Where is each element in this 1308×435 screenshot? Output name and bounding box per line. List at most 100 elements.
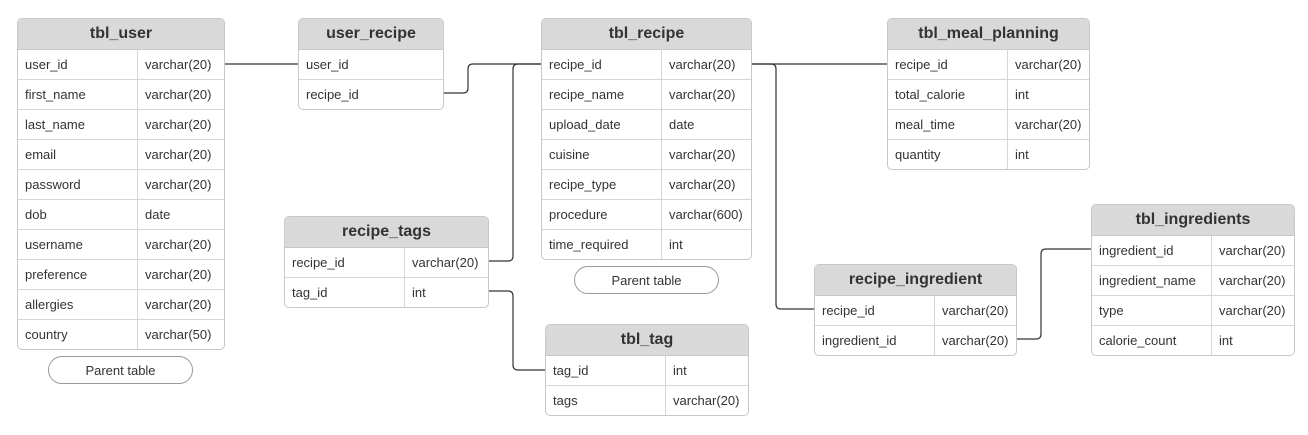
table-user-recipe[interactable]: user_recipe user_id recipe_id — [298, 18, 444, 110]
column-name: recipe_id — [815, 296, 935, 325]
column-type: varchar(20) — [669, 57, 736, 72]
column-name: recipe_name — [542, 80, 662, 109]
column-type: varchar(20) — [145, 147, 212, 162]
column-name: password — [18, 170, 138, 199]
table-title: tbl_meal_planning — [888, 19, 1089, 50]
table-title: user_recipe — [299, 19, 443, 50]
column-name: tags — [546, 386, 666, 415]
table-row[interactable]: upload_date date — [542, 110, 751, 140]
table-rows: user_id recipe_id — [299, 50, 443, 109]
column-type: varchar(20) — [942, 333, 1009, 348]
column-name: recipe_id — [285, 248, 405, 277]
column-name: ingredient_name — [1092, 266, 1212, 295]
link-recipe-ingredient-to-ingredients — [1017, 248, 1091, 340]
table-tbl-meal-planning[interactable]: tbl_meal_planning recipe_id varchar(20) to… — [887, 18, 1090, 170]
column-type: date — [145, 207, 171, 222]
column-name: ingredient_id — [1092, 236, 1212, 265]
column-type: varchar(20) — [673, 393, 740, 408]
table-row[interactable]: user_id — [299, 50, 443, 80]
table-tbl-ingredients[interactable]: tbl_ingredients ingredient_id varchar(20)… — [1091, 204, 1295, 356]
column-name: upload_date — [542, 110, 662, 139]
column-type: varchar(20) — [145, 297, 212, 312]
table-tbl-recipe[interactable]: tbl_recipe recipe_id varchar(20) recipe_na… — [541, 18, 752, 260]
column-name: time_required — [542, 230, 662, 259]
table-title: recipe_tags — [285, 217, 488, 248]
table-row[interactable]: meal_time varchar(20) — [888, 110, 1089, 140]
link-user-recipe-to-recipe — [444, 63, 541, 94]
column-type: varchar(20) — [1219, 243, 1286, 258]
table-title: tbl_tag — [546, 325, 748, 356]
column-type: varchar(20) — [145, 237, 212, 252]
column-type: varchar(20) — [145, 117, 212, 132]
table-row[interactable]: recipe_id — [299, 80, 443, 109]
column-name: total_calorie — [888, 80, 1008, 109]
column-type: int — [412, 285, 426, 300]
column-type: varchar(20) — [1015, 117, 1082, 132]
table-row[interactable]: cuisine varchar(20) — [542, 140, 751, 170]
parent-table-button-recipe[interactable]: Parent table — [574, 266, 719, 294]
table-row[interactable]: tags varchar(20) — [546, 386, 748, 415]
column-type: varchar(600) — [669, 207, 743, 222]
table-row[interactable]: total_calorie int — [888, 80, 1089, 110]
column-name: last_name — [18, 110, 138, 139]
table-row[interactable]: tag_id int — [285, 278, 488, 307]
column-name: type — [1092, 296, 1212, 325]
table-row[interactable]: quantity int — [888, 140, 1089, 169]
column-name: meal_time — [888, 110, 1008, 139]
table-title: recipe_ingredient — [815, 265, 1016, 296]
column-name: user_id — [306, 57, 349, 72]
column-type: int — [1015, 147, 1029, 162]
table-row[interactable]: last_name varchar(20) — [18, 110, 224, 140]
table-title: tbl_recipe — [542, 19, 751, 50]
column-name: allergies — [18, 290, 138, 319]
column-name: quantity — [888, 140, 1008, 169]
table-row[interactable]: ingredient_id varchar(20) — [1092, 236, 1294, 266]
column-type: varchar(20) — [1219, 303, 1286, 318]
link-recipe-tags-to-tag — [489, 290, 545, 371]
table-row[interactable]: recipe_id varchar(20) — [888, 50, 1089, 80]
column-name: recipe_id — [542, 50, 662, 79]
column-name: cuisine — [542, 140, 662, 169]
table-row[interactable]: type varchar(20) — [1092, 296, 1294, 326]
parent-table-button-user[interactable]: Parent table — [48, 356, 193, 384]
column-type: date — [669, 117, 695, 132]
column-type: varchar(20) — [669, 147, 736, 162]
column-type: varchar(20) — [1015, 57, 1082, 72]
column-name: tag_id — [285, 278, 405, 307]
column-name: calorie_count — [1092, 326, 1212, 355]
table-title: tbl_ingredients — [1092, 205, 1294, 236]
column-name: recipe_id — [888, 50, 1008, 79]
table-row[interactable]: allergies varchar(20) — [18, 290, 224, 320]
table-row[interactable]: recipe_id varchar(20) — [542, 50, 751, 80]
link-recipe-tags-to-recipe — [489, 63, 541, 262]
column-type: int — [1015, 87, 1029, 102]
